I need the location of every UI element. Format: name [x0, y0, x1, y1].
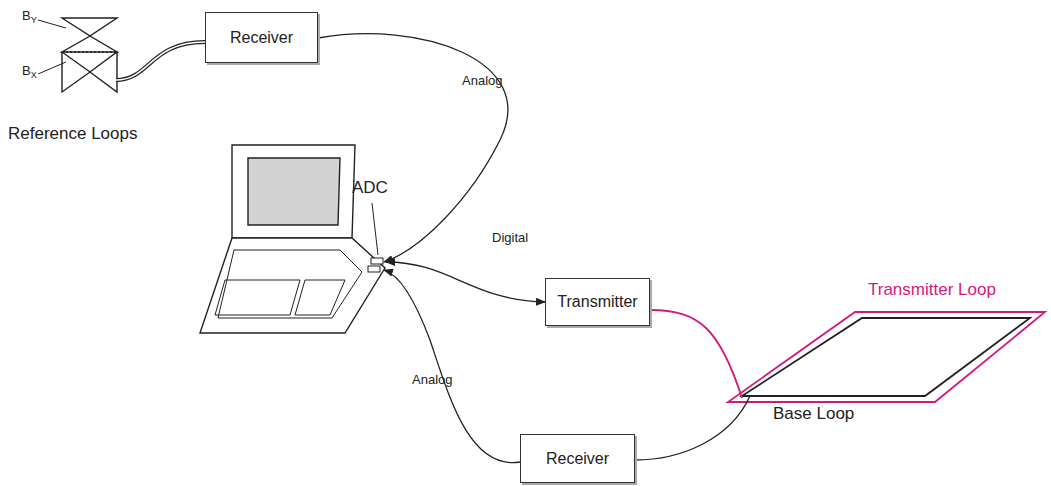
signal-name: Digital [492, 230, 528, 245]
leader-line [372, 203, 378, 255]
transmitter-wire [650, 310, 742, 398]
cable [116, 42, 205, 80]
transmitter-box: Transmitter [545, 278, 650, 326]
signal-name: BX [22, 63, 37, 80]
base-loop [742, 318, 1030, 396]
laptop [200, 145, 385, 333]
part-name: Reference Loops [8, 124, 137, 144]
receiver-box: Receiver [205, 12, 318, 63]
part-name: Base Loop [773, 404, 854, 424]
box-text: Receiver [546, 450, 609, 468]
signal-name: Analog [412, 372, 452, 387]
analog-wire [384, 270, 520, 463]
reference-loops [62, 18, 117, 92]
receiver-box: Receiver [520, 434, 635, 483]
box-text: Receiver [230, 29, 293, 47]
cable [116, 42, 205, 80]
leader-line [38, 62, 66, 74]
signal-name: BY [22, 8, 37, 25]
part-name: ADC [352, 178, 388, 198]
signal-name: Analog [462, 73, 502, 88]
part-name: Transmitter Loop [868, 280, 996, 300]
leader-line [38, 20, 66, 28]
receiver-wire [635, 396, 750, 460]
box-text: Transmitter [557, 293, 637, 311]
transmitter-loop [728, 312, 1045, 402]
